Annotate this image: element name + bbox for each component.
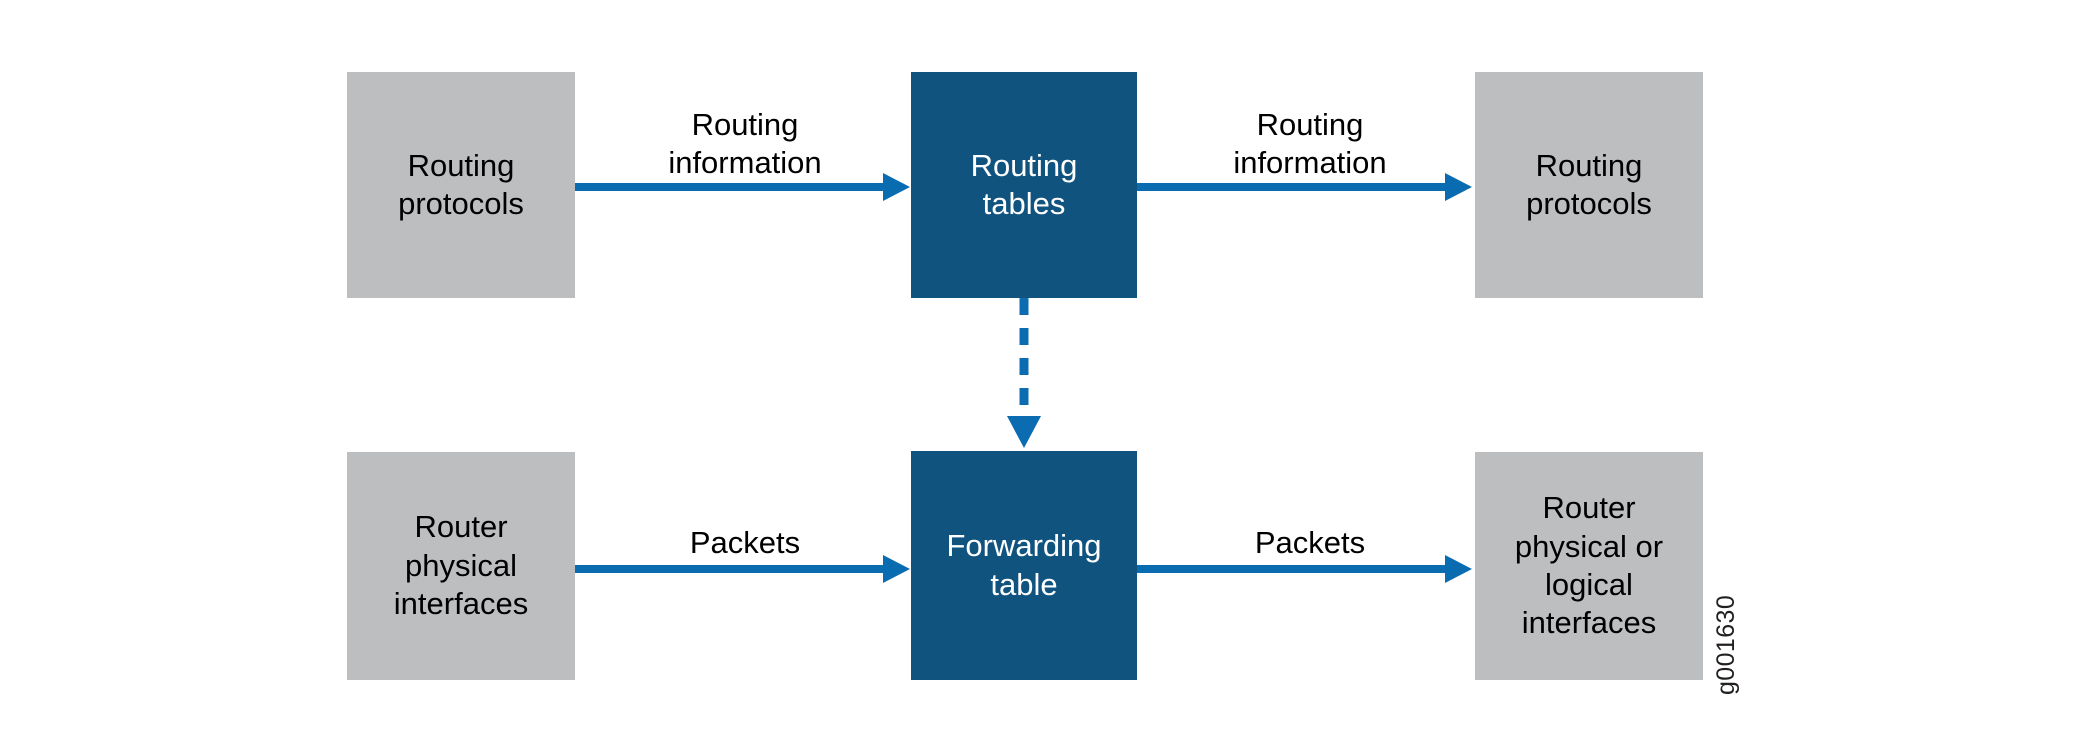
- node-router-physical-in: Router physical interfaces: [347, 452, 575, 680]
- edge-label-routing-information-right: Routing information: [1233, 107, 1387, 180]
- node-forwarding-table: Forwarding table: [911, 451, 1137, 680]
- node-routing-protocols-in: Routing protocols: [347, 72, 575, 298]
- figure-id-label: g001630: [1712, 594, 1740, 695]
- edge-label-routing-information-left: Routing information: [668, 107, 822, 180]
- arrow-tables-to-forwarding-dashed: [1007, 298, 1041, 448]
- node-routing-tables: Routing tables: [911, 72, 1137, 298]
- edge-label-packets-left: Packets: [689, 525, 801, 560]
- edge-label-packets-right: Packets: [1254, 525, 1366, 560]
- node-router-physical-out: Router physical or logical interfaces: [1475, 452, 1703, 680]
- node-routing-protocols-out: Routing protocols: [1475, 72, 1703, 298]
